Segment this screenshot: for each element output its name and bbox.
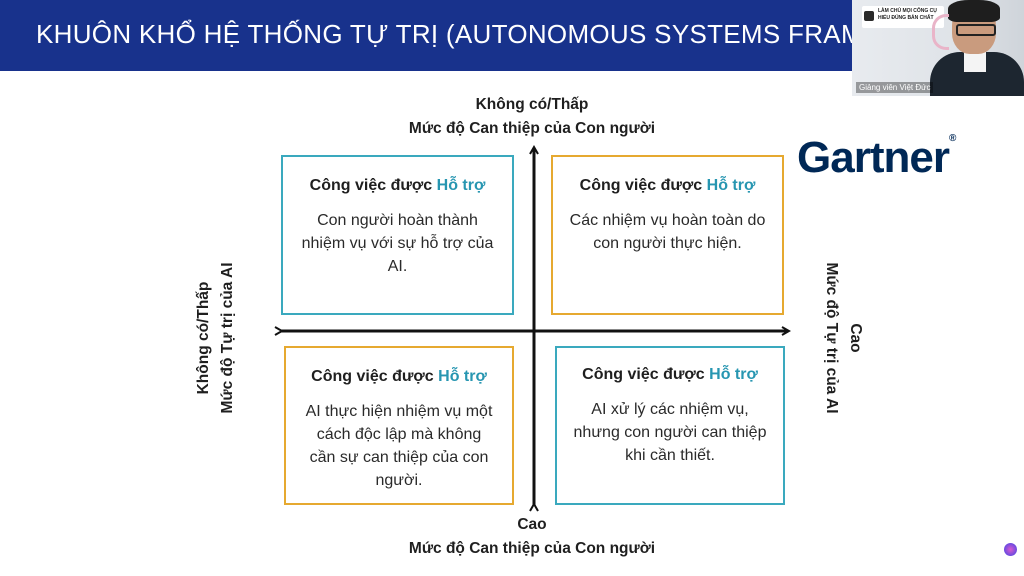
- quadrant-title: Công việc được Hỗ trợ: [557, 364, 783, 386]
- sign-line-2: HIỂU ĐÚNG BẢN CHẤT: [878, 15, 934, 21]
- slide-title: KHUÔN KHỔ HỆ THỐNG TỰ TRỊ (AUTONOMOUS SY…: [36, 19, 926, 49]
- quadrant-title: Công việc được Hỗ trợ: [286, 366, 512, 388]
- sign-logo-icon: [864, 11, 874, 21]
- quadrant-title: Công việc được Hỗ trợ: [553, 175, 782, 197]
- quadrant-title: Công việc được Hỗ trợ: [283, 175, 512, 197]
- quadrant-title-prefix: Công việc được: [309, 177, 437, 194]
- presenter-collar: [964, 52, 986, 72]
- presenter-name: Giảng viên Việt Đức: [856, 82, 934, 93]
- quadrant-title-prefix: Công việc được: [582, 366, 710, 383]
- presenter-glasses: [956, 24, 996, 36]
- quadrant-title-highlight: Hỗ trợ: [436, 177, 486, 194]
- quadrant-bottom-right: Công việc được Hỗ trợ AI xử lý các nhiệm…: [555, 346, 785, 505]
- gartner-logo: Gartner®: [797, 133, 956, 183]
- axis-bottom-line-2: Mức độ Can thiệp của Con người: [408, 540, 656, 557]
- quadrant-title-highlight: Hỗ trợ: [706, 177, 756, 194]
- assistant-icon[interactable]: [1004, 543, 1017, 556]
- webcam-overlay: LÀM CHỦ MỌI CÔNG CỤ HIỂU ĐÚNG BẢN CHẤT G…: [852, 0, 1024, 96]
- quadrant-body: Con người hoàn thành nhiệm vụ với sự hỗ …: [301, 212, 494, 275]
- presenter-hair: [948, 0, 1000, 22]
- axis-label-top: Không có/Thấp Mức độ Can thiệp của Con n…: [332, 93, 732, 141]
- quadrant-title-prefix: Công việc được: [579, 177, 707, 194]
- gartner-logo-text: Gartner: [797, 133, 950, 182]
- quadrant-top-right: Công việc được Hỗ trợ Các nhiệm vụ hoàn …: [551, 155, 784, 315]
- axis-label-bottom: Cao Mức độ Can thiệp của Con người: [332, 513, 732, 561]
- sign-line-1: LÀM CHỦ MỌI CÔNG CỤ: [878, 8, 937, 14]
- quadrant-title-highlight: Hỗ trợ: [438, 368, 487, 385]
- axis-top-line-1: Không có/Thấp: [475, 96, 589, 113]
- quadrant-top-left: Công việc được Hỗ trợ Con người hoàn thà…: [281, 155, 514, 315]
- registered-mark: ®: [948, 133, 956, 144]
- quadrant-body: AI thực hiện nhiệm vụ một cách độc lập m…: [305, 403, 493, 489]
- axis-top-line-2: Mức độ Can thiệp của Con người: [408, 120, 656, 137]
- quadrant-bottom-left: Công việc được Hỗ trợ AI thực hiện nhiệm…: [284, 346, 514, 505]
- wall-sign: LÀM CHỦ MỌI CÔNG CỤ HIỂU ĐÚNG BẢN CHẤT: [862, 6, 944, 28]
- quadrant-body: Các nhiệm vụ hoàn toàn do con người thực…: [569, 212, 766, 252]
- quadrant-body: AI xử lý các nhiệm vụ, nhưng con người c…: [573, 401, 767, 464]
- quadrant-title-prefix: Công việc được: [311, 368, 439, 385]
- quadrant-title-highlight: Hỗ trợ: [709, 366, 758, 383]
- headset-icon: [932, 14, 949, 50]
- axis-bottom-line-1: Cao: [517, 516, 547, 533]
